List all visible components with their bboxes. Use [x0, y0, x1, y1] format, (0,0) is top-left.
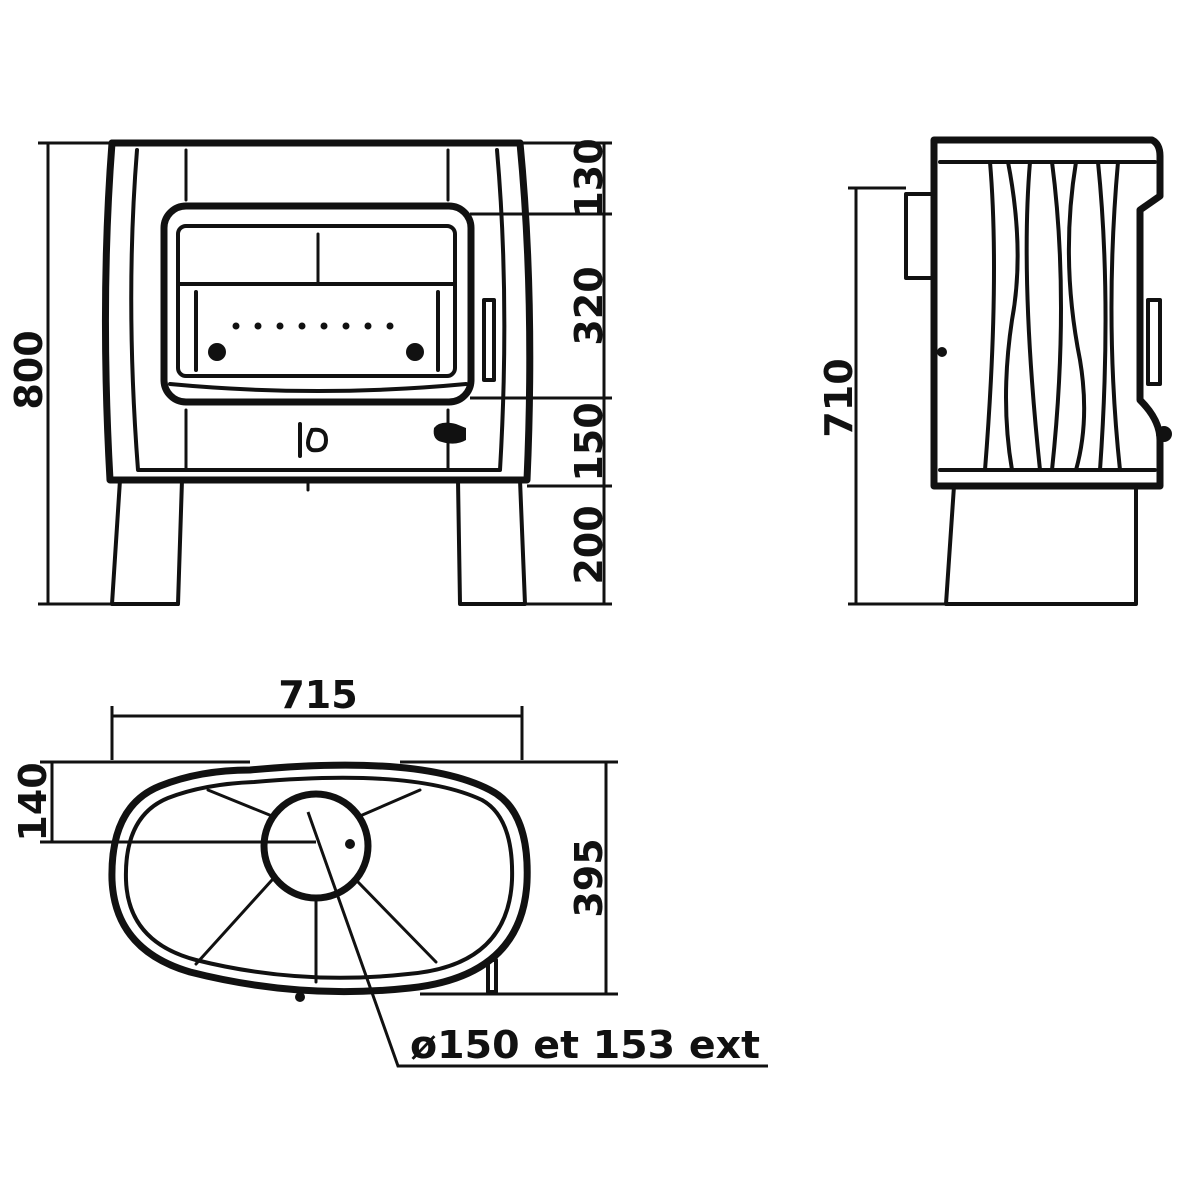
front-total-height-label: 800: [7, 330, 51, 409]
segment-label-150: 150: [567, 402, 611, 481]
segment-label-200: 200: [567, 505, 611, 584]
flue-diameter-label: ø150 et 153 ext: [410, 1023, 760, 1067]
top-view: [108, 761, 531, 1002]
side-view: [904, 136, 1172, 606]
burner-dots: [232, 322, 394, 330]
flue-leader: ø150 et 153 ext: [306, 811, 768, 1068]
top-depth-dimension: 395: [400, 760, 618, 996]
top-offset-label: 140: [11, 762, 55, 841]
side-height-dimension: 710: [817, 186, 946, 606]
segment-label-130: 130: [567, 138, 611, 217]
front-segment-dimensions: 130 320 150 200: [470, 138, 612, 606]
top-width-label: 715: [278, 673, 357, 717]
front-view: [101, 139, 534, 606]
top-depth-label: 395: [567, 838, 611, 917]
front-height-dimension: 800: [7, 141, 112, 606]
top-width-dimension: 715: [110, 673, 524, 760]
side-height-label: 710: [817, 358, 861, 437]
segment-label-320: 320: [567, 266, 611, 345]
top-offset-dimension: 140: [11, 760, 316, 844]
control-knob-icon: [298, 422, 328, 458]
